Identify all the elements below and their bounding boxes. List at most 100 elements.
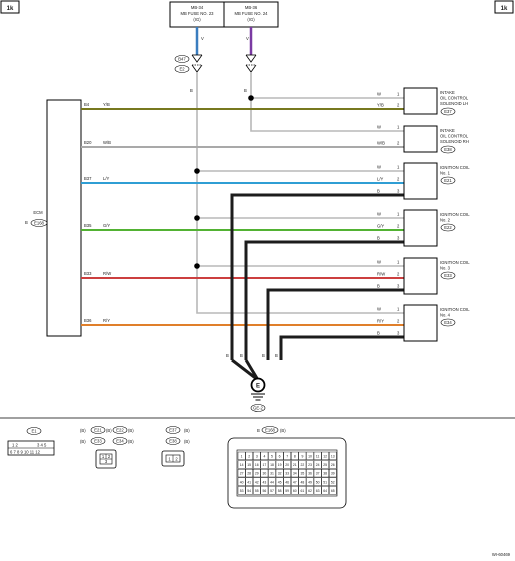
svg-text:30: 30 [263,472,267,476]
svg-text:24: 24 [316,463,320,467]
svg-text:E33: E33 [94,439,102,444]
ecm-pin: 28 [245,469,254,478]
svg-text:W/B: W/B [103,140,111,145]
svg-text:L/Y: L/Y [377,177,383,182]
ecm-pin: 5 [268,451,276,461]
svg-text:B: B [377,284,380,289]
supply-right-wire-label: B [244,88,247,93]
ecm-pin: 6 [275,451,284,461]
svg-text:6 7 8 9 10 11 12: 6 7 8 9 10 11 12 [10,450,41,455]
ecm-pin: 43 [260,477,269,486]
svg-text:(B): (B) [184,439,190,444]
ecm-pin: 1 [237,451,246,461]
svg-text:1: 1 [102,454,105,459]
ecm-pin: 46 [283,477,292,486]
svg-text:G/Y: G/Y [377,224,384,229]
svg-text:20: 20 [285,463,289,467]
svg-text:W/B: W/B [377,141,385,146]
legend-coil-connectors: (B) E21 (B) E22 (B) (B) E33 E34 (B) 1 2 … [80,426,134,469]
svg-text:E37: E37 [444,109,452,114]
svg-text:G/Y: G/Y [103,223,110,228]
ecm-pin: 14 [237,460,246,469]
ecm-pin: 21 [291,460,299,469]
corner-marker-right: 1k [494,0,514,14]
svg-text:W: W [377,125,381,130]
svg-text:27: 27 [240,472,244,476]
svg-text:8: 8 [294,455,296,459]
svg-text:W: W [377,165,381,170]
ecm-pin: 58 [275,486,284,495]
svg-text:52: 52 [331,480,335,484]
ground-wire-coil-1 [230,193,404,360]
fuse-23-wire-label: V [201,36,204,41]
ecm-pin: 26 [329,460,337,469]
svg-text:1: 1 [397,260,400,265]
ecm-pin: 57 [268,486,276,495]
svg-text:Y/B: Y/B [103,102,110,107]
ecm-pin: 27 [237,469,246,478]
supply-left-wire-label: B [190,88,193,93]
svg-text:28: 28 [247,472,251,476]
ecm-box: ECM B E168 [25,99,82,337]
svg-text:5: 5 [271,455,273,459]
svg-text:25: 25 [323,463,327,467]
svg-text:B37: B37 [84,176,92,181]
svg-text:R/W: R/W [377,272,385,277]
svg-text:16: 16 [255,463,259,467]
ecm-pin: 59 [283,486,292,495]
ecm-pin: 22 [298,460,307,469]
svg-text:1: 1 [397,212,400,217]
ecm-pin: 15 [245,460,254,469]
ecm-pin: 12 [321,451,330,461]
svg-text:40: 40 [240,480,244,484]
ecm-pin: 17 [260,460,269,469]
svg-text:B: B [377,236,380,241]
svg-text:W: W [377,260,381,265]
svg-text:B33: B33 [84,271,92,276]
svg-text:R/Y: R/Y [103,318,110,323]
svg-text:1: 1 [397,92,400,97]
ecm-pin: 23 [306,460,314,469]
svg-text:1k: 1k [7,6,14,12]
ecm-pin: 50 [313,477,322,486]
svg-text:6: 6 [279,455,281,459]
svg-text:IGNITION COIL: IGNITION COIL [440,260,470,265]
supply-wire-left [196,72,404,314]
svg-text:B47: B47 [178,57,186,62]
ecm-pin: 62 [306,486,314,495]
svg-text:IGNITION COIL: IGNITION COIL [440,165,470,170]
svg-text:No. 1: No. 1 [440,171,451,176]
svg-text:(B): (B) [280,428,286,433]
svg-text:B: B [240,353,243,358]
ecm-pin: 25 [321,460,330,469]
svg-text:OIL CONTROL: OIL CONTROL [440,134,469,139]
svg-text:63: 63 [316,489,320,493]
svg-text:35: 35 [301,472,305,476]
ground-symbol: E GE-2 [250,377,266,412]
svg-text:OIL CONTROL: OIL CONTROL [440,96,469,101]
svg-text:No. 3: No. 3 [440,266,451,271]
svg-text:E: E [256,384,260,390]
svg-text:60: 60 [293,489,297,493]
svg-text:B: B [262,353,265,358]
svg-text:53: 53 [240,489,244,493]
ecm-pin: 34 [291,469,299,478]
ecm-pin: 24 [313,460,322,469]
svg-text:50: 50 [316,480,320,484]
svg-text:E38: E38 [444,147,452,152]
svg-text:2: 2 [397,177,400,182]
ecm-pin: 41 [245,477,254,486]
svg-text:57: 57 [270,489,274,493]
ecm-signal-b33: B33 R/W [81,271,404,279]
svg-text:2: 2 [397,319,400,324]
svg-text:49: 49 [308,480,312,484]
svg-text:R/Y: R/Y [377,319,384,324]
ecm-pin: 40 [237,477,246,486]
svg-text:E33: E33 [444,273,452,278]
ecm-pin: 3 [252,451,261,461]
